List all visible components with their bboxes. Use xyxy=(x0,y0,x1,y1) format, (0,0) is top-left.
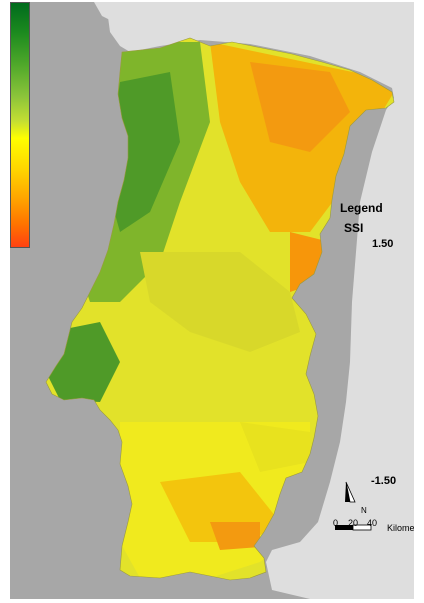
scalebar-unit: Kilometers xyxy=(387,523,414,533)
scalebar-tick-40: 40 xyxy=(367,518,378,528)
scalebar-tick-0: 0 xyxy=(333,518,339,528)
legend-color-ramp xyxy=(10,2,30,248)
north-arrow-icon xyxy=(345,481,356,503)
legend-min-label: -1.50 xyxy=(371,475,397,487)
scalebar-tick-20: 20 xyxy=(348,518,359,528)
scalebar xyxy=(335,524,372,531)
map-canvas xyxy=(45,2,414,599)
legend-max-label: 1.50 xyxy=(372,238,394,250)
legend-title: Legend xyxy=(340,201,383,215)
map-frame: Legend SSI 1.50 -1.50 N 0 20 40 Kilomete… xyxy=(10,2,414,599)
north-label: N xyxy=(361,506,367,515)
light-gray-region xyxy=(94,2,414,599)
legend-field-name: SSI xyxy=(344,221,364,235)
